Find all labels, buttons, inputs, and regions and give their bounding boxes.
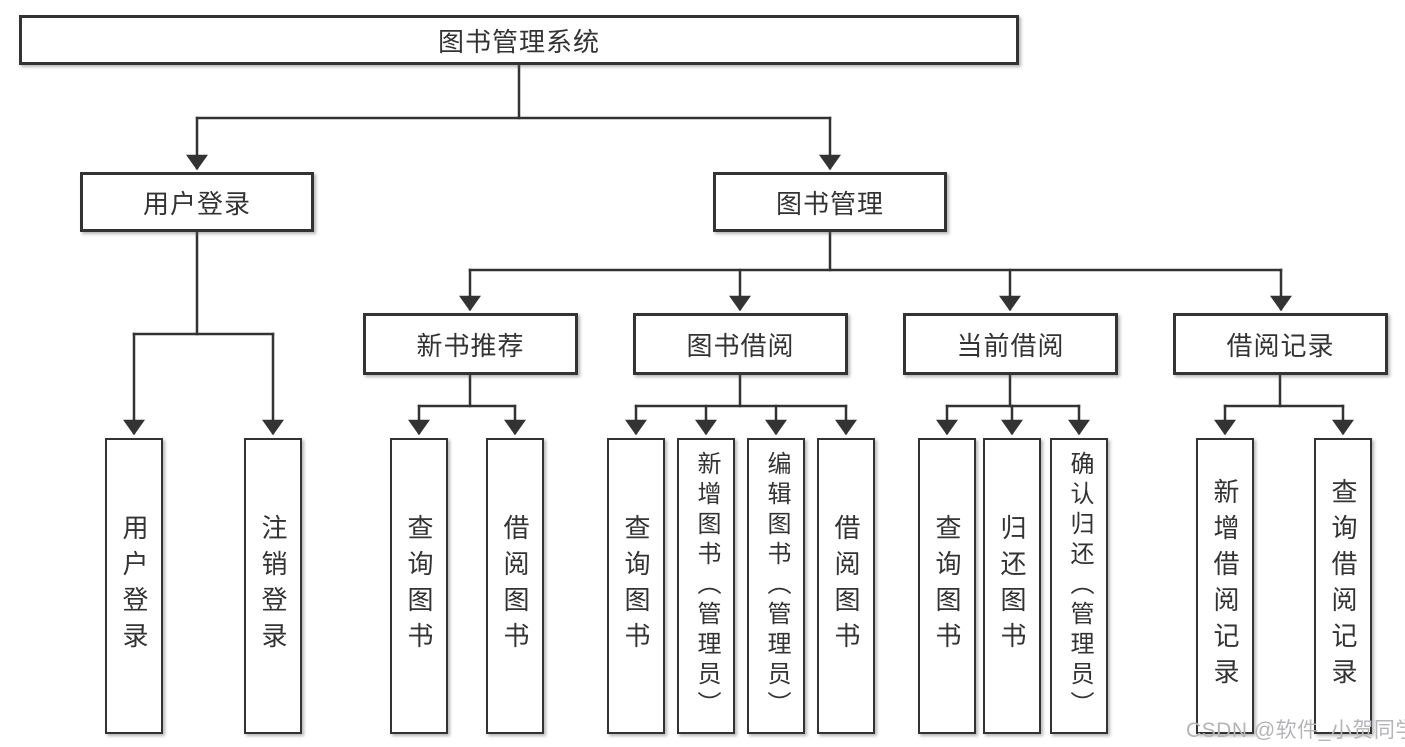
node-user-login: 用户登录 — [80, 172, 314, 232]
leaf-confirm-return-admin: 确认归还（管理员） — [1050, 438, 1108, 734]
node-book-management: 图书管理 — [713, 172, 947, 232]
node-borrow-record: 借阅记录 — [1173, 313, 1388, 375]
leaf-borrow-book-2: 借阅图书 — [817, 438, 875, 734]
leaf-return-book: 归还图书 — [983, 438, 1041, 734]
node-new-book-recommend: 新书推荐 — [363, 313, 578, 375]
leaf-add-borrow-record: 新增借阅记录 — [1196, 438, 1254, 734]
leaf-query-book-2: 查询图书 — [607, 438, 665, 734]
leaf-add-book-admin: 新增图书（管理员） — [677, 438, 735, 734]
leaf-query-borrow-record: 查询借阅记录 — [1314, 438, 1372, 734]
leaf-logout: 注销登录 — [244, 438, 302, 734]
csdn-watermark: CSDN @软件_小贺同学 — [1186, 719, 1405, 742]
leaf-query-book-3: 查询图书 — [918, 438, 976, 734]
leaf-edit-book-admin: 编辑图书（管理员） — [747, 438, 805, 734]
leaf-user-login: 用户登录 — [105, 438, 163, 734]
leaf-borrow-book-1: 借阅图书 — [486, 438, 544, 734]
leaf-query-book-1: 查询图书 — [390, 438, 448, 734]
node-book-borrow: 图书借阅 — [633, 313, 848, 375]
node-library-management-system: 图书管理系统 — [19, 15, 1019, 65]
node-current-borrow: 当前借阅 — [903, 313, 1118, 375]
